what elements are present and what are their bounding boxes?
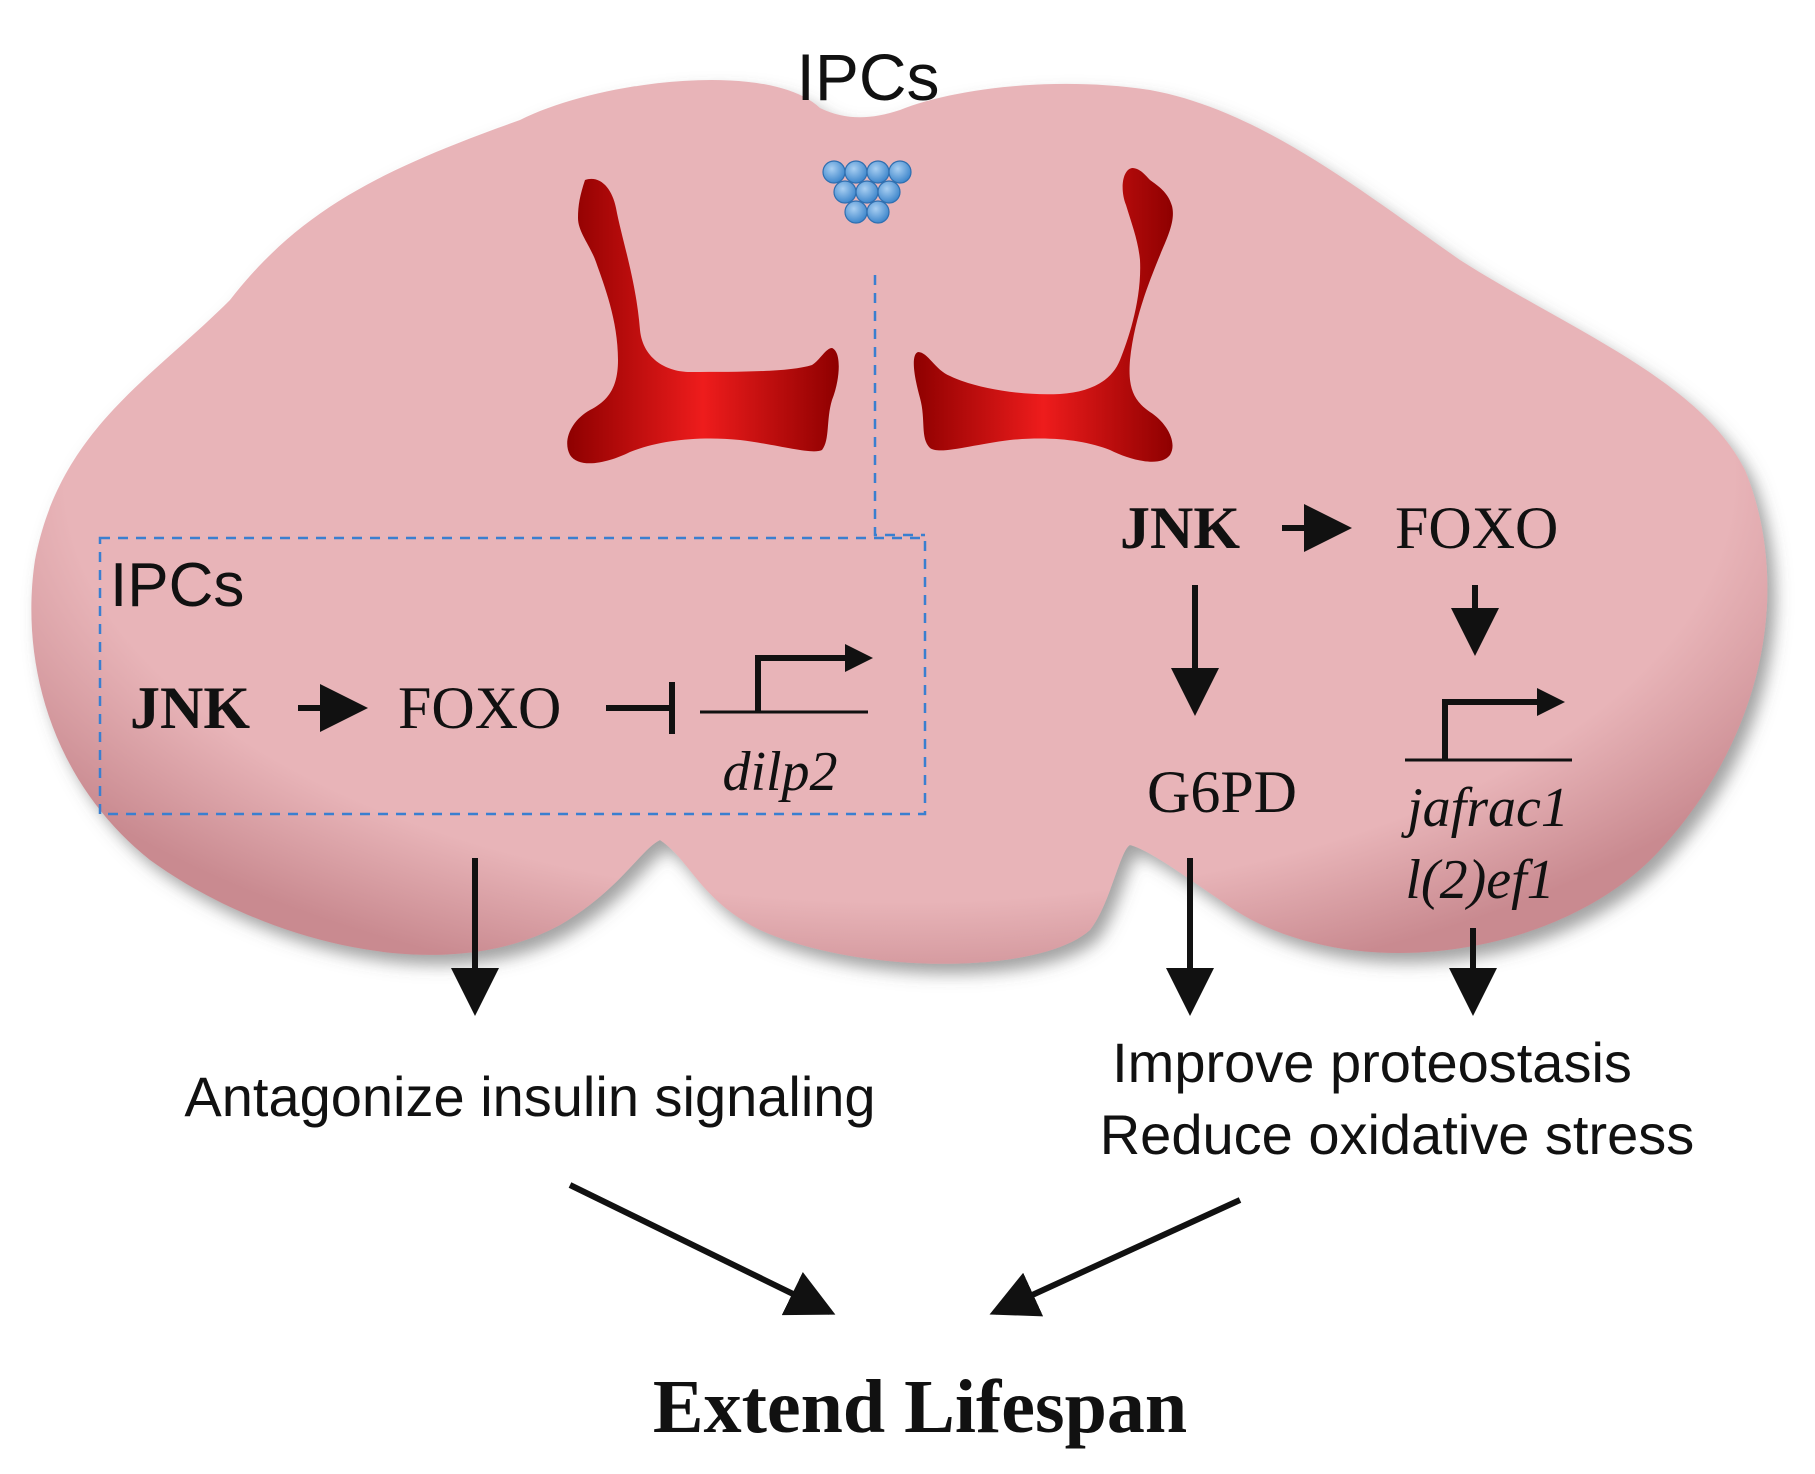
right-outcome-line2: Reduce oxidative stress xyxy=(1100,1103,1695,1166)
left-lifespan-arrow xyxy=(568,1182,836,1316)
right-lifespan-arrow xyxy=(989,1197,1242,1317)
final-outcome-label: Extend Lifespan xyxy=(653,1365,1187,1449)
ipc-cell-cluster xyxy=(822,160,912,224)
right-foxo-label: FOXO xyxy=(1395,495,1558,561)
dilp2-gene-promoter xyxy=(700,644,873,714)
left-outcome-label: Antagonize insulin signaling xyxy=(184,1065,875,1128)
right-outcome-line1: Improve proteostasis xyxy=(1112,1031,1632,1094)
mushroom-body-left xyxy=(567,178,839,464)
g6pd-label: G6PD xyxy=(1147,759,1297,825)
brain-outline xyxy=(31,79,1768,964)
ipc-box-label: IPCs xyxy=(110,551,244,620)
ipc-dashed-connector xyxy=(873,275,925,537)
right-jnk-label: JNK xyxy=(1120,495,1240,561)
ipc-top-label: IPCs xyxy=(796,40,939,114)
dilp2-gene-label: dilp2 xyxy=(722,741,837,803)
jafrac1-gene-label: jafrac1 xyxy=(1401,777,1569,839)
left-jnk-label: JNK xyxy=(130,675,250,741)
target-gene-promoter xyxy=(1405,688,1572,762)
mushroom-body-right xyxy=(913,168,1173,462)
left-foxo-label: FOXO xyxy=(398,675,561,741)
foxo-inhibition-bar xyxy=(606,682,675,734)
l2ef1-gene-label: l(2)ef1 xyxy=(1405,849,1554,911)
ipc-box xyxy=(98,536,927,816)
